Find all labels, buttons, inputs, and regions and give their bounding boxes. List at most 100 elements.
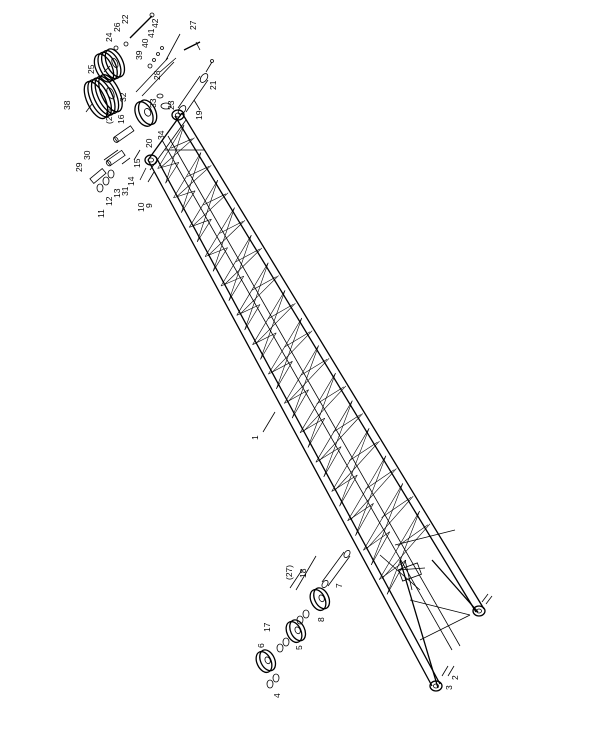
label-32: 32 [118,92,128,102]
nut-24 [113,45,119,51]
label-25: 25 [86,64,96,74]
boom-lacing-diagonal [302,385,347,433]
label-3: 3 [444,685,454,690]
label-5: 5 [294,645,304,650]
label-12: 12 [104,196,114,206]
boom-lacing-diagonal [386,560,407,595]
pin-31 [121,157,131,165]
leader-lines [85,65,276,433]
boom-lacing-strut [268,317,303,375]
boom-lacing-diagonal [381,496,412,518]
boom-lacing-strut [173,152,202,199]
boom-foot-plate [398,562,422,582]
bolt-15 [133,149,141,161]
boom-lacing-diagonal [196,180,218,242]
boom-lacing-diagonal [284,331,311,348]
boom-lacing-diagonal [244,304,261,331]
nut-40 [152,58,156,62]
rod-27 [183,41,201,51]
foot-sheave-assembly [255,550,493,689]
boom-lacing-diagonal [363,531,390,551]
label-26: 26 [112,22,122,32]
label-23: 23 [166,100,176,110]
label-27-paren-head: (27) [104,109,114,124]
label-17: 17 [262,622,272,632]
label-41: 41 [146,28,156,38]
boom-lacing-diagonal [350,468,397,521]
boom-lacing-diagonal [203,193,227,206]
label-9: 9 [144,203,154,208]
boom-lacing-diagonal [228,235,252,301]
boom-lacing-diagonal [287,358,330,403]
sheave-stack-upper [93,48,126,83]
nut-41 [156,52,160,56]
boom-lacing-diagonal [260,332,277,360]
boom-lacing-strut [284,345,319,404]
boom-lacing-diagonal [239,275,279,315]
sheave-20 [134,99,158,127]
label-6: 6 [256,643,266,648]
label-42: 42 [150,18,160,28]
washer-4a [266,679,274,689]
washer-17c [302,609,310,619]
boom-lacing-diagonal [244,262,269,331]
label-14: 14 [126,176,136,186]
boom-lacing-diagonal [176,165,212,198]
plate-32 [135,57,169,93]
boom-lacing-diagonal [347,503,374,522]
boom-lacing-diagonal [212,207,235,272]
nut-26 [123,41,129,47]
boom-lacing-diagonal [307,372,336,448]
boom-foot-brace-8 [397,567,426,571]
boom-lacing-strut [157,124,185,169]
label-15: 15 [132,158,142,168]
sheave-5 [285,619,307,644]
boom-lacing-diagonal [157,162,179,169]
boom-lacing-strut [220,235,252,287]
boom-lacing-diagonal [339,428,370,507]
label-22: 22 [120,14,130,24]
boom-lacing-diagonal [307,417,326,448]
boom-lacing-diagonal [181,190,196,213]
boom-lacing-diagonal [251,276,277,291]
label-7: 7 [334,583,344,588]
boom-lacing-diagonal [276,361,293,389]
boom-lacing-diagonal [291,345,319,419]
boom-lacing-diagonal [165,162,180,184]
boom-lacing-diagonal [323,446,342,477]
boom-chord-mid-1 [161,139,453,651]
plate-32-b [141,61,175,97]
boom-lacing-diagonal [160,137,195,168]
rod-28-b [165,33,181,61]
sleeve-23 [160,102,172,110]
boom-head-lug-right-hole [175,112,181,118]
lattice-boom [144,109,486,692]
boom-lacing-diagonal [381,523,431,579]
washer-17d [296,615,304,625]
bolt-foot-right-b [481,593,489,603]
boom-lacing-diagonal [371,483,404,566]
sheave-8 [309,587,331,612]
boom-foot-brace-4 [419,614,471,641]
boom-foot-lug-right [472,605,486,617]
boom-lacing-diagonal [318,413,363,462]
label-2: 2 [450,675,460,680]
boom-lacing-diagonal [299,417,325,434]
head-shaft-19 [177,59,214,115]
boom-lacing-diagonal [267,303,294,319]
boom-foot-lug-right-hole [476,608,482,614]
part-labels: 1 2 3 4 5 6 7 8 9 10 11 12 13 14 15 16 1… [62,14,460,698]
boom-foot-lug-left [429,680,443,692]
boom-lacing-diagonal [271,330,313,374]
sheave-6 [255,649,277,674]
boom-lacing-diagonal [371,531,390,566]
sheave-stack-large [83,74,123,120]
boom-lacing-diagonal [397,524,429,547]
boom-lacing-diagonal [291,389,309,419]
boom-lacing-diagonal [276,317,303,389]
label-8: 8 [316,617,326,622]
bolt-10 [139,167,147,181]
boom-lacing-strut [189,179,218,228]
boom-lacing-strut [204,207,235,257]
